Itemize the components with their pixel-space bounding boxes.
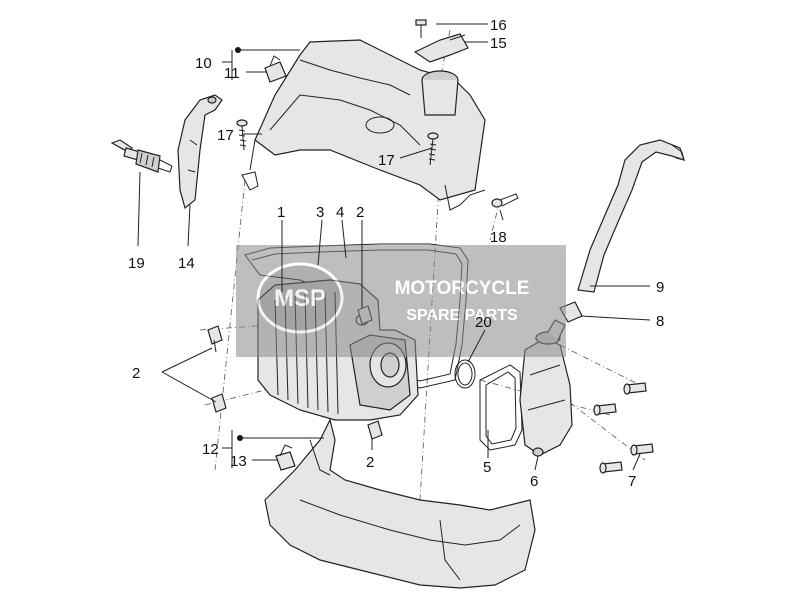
bracket-part-15 [413,33,469,63]
callout-2-left: 2 [132,365,140,382]
callout-6: 6 [530,473,538,490]
bolt-part-7-b [593,403,617,416]
lower-head-cover-part-12 [264,418,536,589]
o-ring-part-20-inner [457,362,473,386]
callout-16: 16 [490,17,507,34]
o-ring-part-20 [454,359,476,389]
callout-17-right: 17 [378,152,395,169]
callout-15: 15 [490,35,507,52]
callout-labels: 10 11 16 15 17 17 18 19 14 1 3 4 2 2 2 2… [128,17,664,490]
watermark-line1: MOTORCYCLE [395,278,530,299]
bolt-part-7-c [630,443,654,456]
callout-4: 4 [336,204,344,221]
breather-hose-part-9 [577,139,685,293]
bolt-part-7-a [623,382,647,395]
watermark: MSP MOTORCYCLE SPARE PARTS [236,245,566,357]
clip-part-13 [275,444,296,471]
callout-11: 11 [224,65,240,82]
bolt-part-7-d [599,461,623,474]
callout-8: 8 [656,313,664,330]
leader-lines [137,23,651,471]
watermark-badge-text: MSP [274,285,326,312]
callout-20: 20 [475,314,492,331]
clip-part-11 [264,55,287,83]
heat-shield-part-14 [177,94,223,210]
callout-7: 7 [628,473,636,490]
bolt-part-2-b [211,393,227,413]
upper-head-cover-part-10 [241,39,486,211]
callout-3: 3 [316,204,324,221]
callout-17-left: 17 [217,127,234,144]
callout-13: 13 [230,453,247,470]
callout-19: 19 [128,255,145,272]
callout-1: 1 [277,204,285,221]
callout-14: 14 [178,255,195,272]
callout-2-top: 2 [356,204,364,221]
callout-2-bottom: 2 [366,454,374,471]
callout-9: 9 [656,279,664,296]
screw-part-17-left [236,119,248,151]
bolt-part-2-a [207,325,223,353]
callout-12: 12 [202,441,219,458]
callout-18: 18 [490,229,507,246]
bolt-part-18 [491,193,519,208]
screw-part-17-right [427,132,439,166]
bolt-part-2-c [367,420,383,440]
watermark-badge [256,262,344,334]
watermark-line2: SPARE PARTS [406,307,518,324]
seal-part-5 [479,364,523,451]
spark-plug-part-19 [110,139,173,173]
callout-10: 10 [195,55,212,72]
callout-5: 5 [483,459,491,476]
screw-part-16 [415,19,427,38]
